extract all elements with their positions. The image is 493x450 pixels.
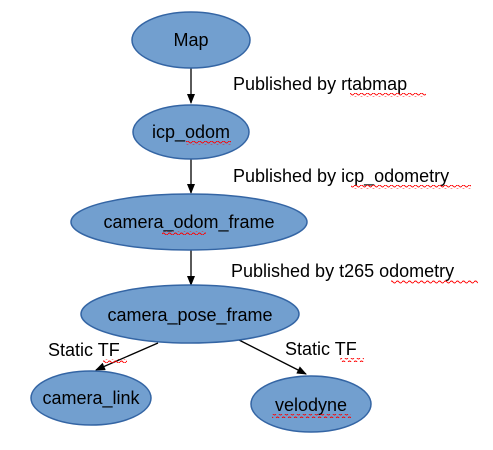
- node-icp-odom: icp_odom: [132, 104, 250, 160]
- edge-label-prefix: Published by: [233, 74, 341, 94]
- spellcheck-underline: [162, 231, 206, 235]
- edge-label-prefix: Static: [285, 339, 335, 359]
- spellcheck-underline: [340, 358, 364, 362]
- edge-label-static-tf-left: Static TF: [48, 340, 120, 360]
- node-camera-pose-frame-shape: [80, 284, 300, 344]
- node-icp-odom-shape: [132, 104, 250, 160]
- edge-camera-pose-frame-to-velodyne: [238, 339, 307, 375]
- edge-label-suffix: TF: [335, 339, 357, 359]
- spellcheck-underline: [350, 93, 426, 97]
- node-camera-odom-frame-shape: [70, 193, 308, 251]
- node-camera-pose-frame-label: camera_pose_frame: [107, 305, 272, 326]
- edge-label-t265-odometry: Published by t265 odometry: [231, 261, 454, 281]
- node-camera-link-label: camera_link: [42, 388, 140, 409]
- node-camera-odom-frame-label: camera_odom_frame: [103, 212, 274, 233]
- edge-camera-pose-frame-to-camera-link: [95, 342, 159, 371]
- edge-label-prefix: Static: [48, 340, 98, 360]
- node-camera-pose-frame: camera_pose_frame: [80, 284, 300, 344]
- node-velodyne-label: velodyne: [275, 395, 347, 415]
- node-icp-odom-label: icp_odom: [152, 122, 230, 143]
- edge-label-suffix: odometry: [379, 261, 454, 281]
- edge-label-prefix: Published by t265: [231, 261, 379, 281]
- edge-label-suffix: TF: [98, 340, 120, 360]
- edge-label-icp-odometry: Published by icp_odometry: [233, 166, 449, 187]
- edges: [95, 68, 307, 375]
- edge-label-prefix: Published by: [233, 166, 341, 186]
- edge-label-suffix: icp_odometry: [341, 166, 449, 187]
- node-camera-link-shape: [30, 370, 152, 426]
- node-map-shape: [131, 11, 251, 69]
- edge-label-static-tf-right: Static TF: [285, 339, 357, 359]
- spellcheck-underline: [186, 141, 231, 145]
- spellcheck-underline: [351, 185, 471, 189]
- spellcheck-underline: [103, 359, 127, 363]
- node-camera-odom-frame: camera_odom_frame: [70, 193, 308, 251]
- edge-label-rtabmap: Published by rtabmap: [233, 74, 407, 94]
- spellcheck-underline: [391, 280, 478, 284]
- edge-label-suffix: rtabmap: [341, 74, 407, 94]
- node-map-label: Map: [173, 30, 208, 50]
- spellcheck-underline: [272, 414, 351, 418]
- node-map: Map: [131, 11, 251, 69]
- node-velodyne: velodyne: [250, 375, 372, 433]
- node-camera-link: camera_link: [30, 370, 152, 426]
